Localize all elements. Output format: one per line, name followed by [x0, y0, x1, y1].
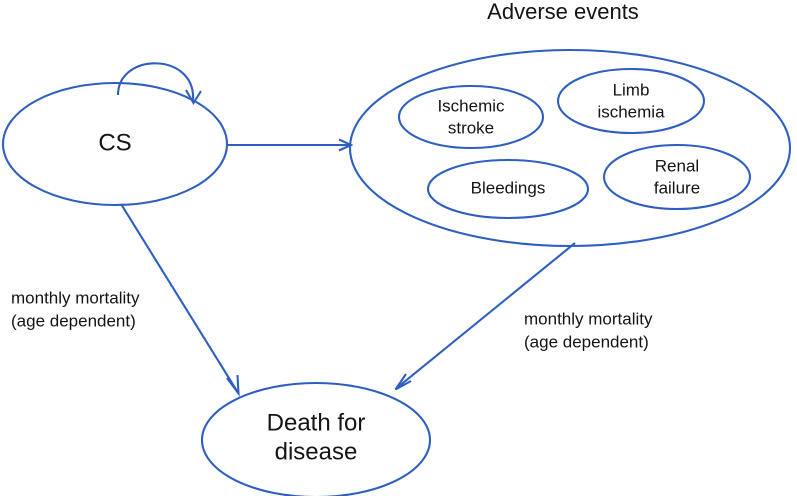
edge-adverse-events-to-death-arrowhead	[394, 373, 412, 391]
edge-cs-to-death-arrowhead	[226, 374, 240, 397]
node-limb-ischemia-ellipse[interactable]	[556, 67, 706, 135]
edge-cs-self-loop-arrowhead	[185, 89, 202, 106]
adverse-events-group-ellipse[interactable]	[348, 48, 792, 248]
edge-label-cs-to-death-line1: monthly mortality	[11, 288, 140, 307]
edge-label-cs-to-death-line2: (age dependent)	[11, 311, 136, 330]
edge-label-adverse-to-death-line2: (age dependent)	[524, 332, 649, 351]
node-renal-failure-ellipse[interactable]	[602, 143, 752, 211]
node-bleedings-ellipse[interactable]	[426, 158, 590, 220]
node-cs-label: CS	[98, 129, 131, 156]
edge-adverse-events-to-death[interactable]	[397, 242, 576, 388]
edge-label-adverse-to-death-line1: monthly mortality	[524, 309, 653, 328]
node-cs-ellipse[interactable]	[1, 81, 229, 207]
node-limb-ischemia-label-line1: Limb	[613, 80, 650, 99]
node-limb-ischemia-label-line2: ischemia	[597, 102, 665, 121]
adverse-events-title: Adverse events	[487, 0, 639, 24]
node-ischemic-stroke-label-line1: Ischemic	[437, 96, 505, 115]
node-death-for-disease-label-line1: Death for	[267, 409, 366, 436]
edge-cs-to-death[interactable]	[120, 203, 238, 392]
node-death-for-disease-label-line2: disease	[275, 438, 358, 465]
node-bleedings-label-line1: Bleedings	[471, 178, 546, 197]
edge-cs-self-loop[interactable]	[116, 62, 195, 101]
node-death-for-disease-ellipse[interactable]	[200, 381, 432, 496]
node-renal-failure-label-line1: Renal	[655, 156, 699, 175]
edge-cs-to-adverse-events-arrowhead	[338, 138, 354, 152]
node-ischemic-stroke-ellipse[interactable]	[397, 84, 545, 150]
node-renal-failure-label-line2: failure	[654, 178, 700, 197]
node-ischemic-stroke-label-line2: stroke	[448, 118, 494, 137]
